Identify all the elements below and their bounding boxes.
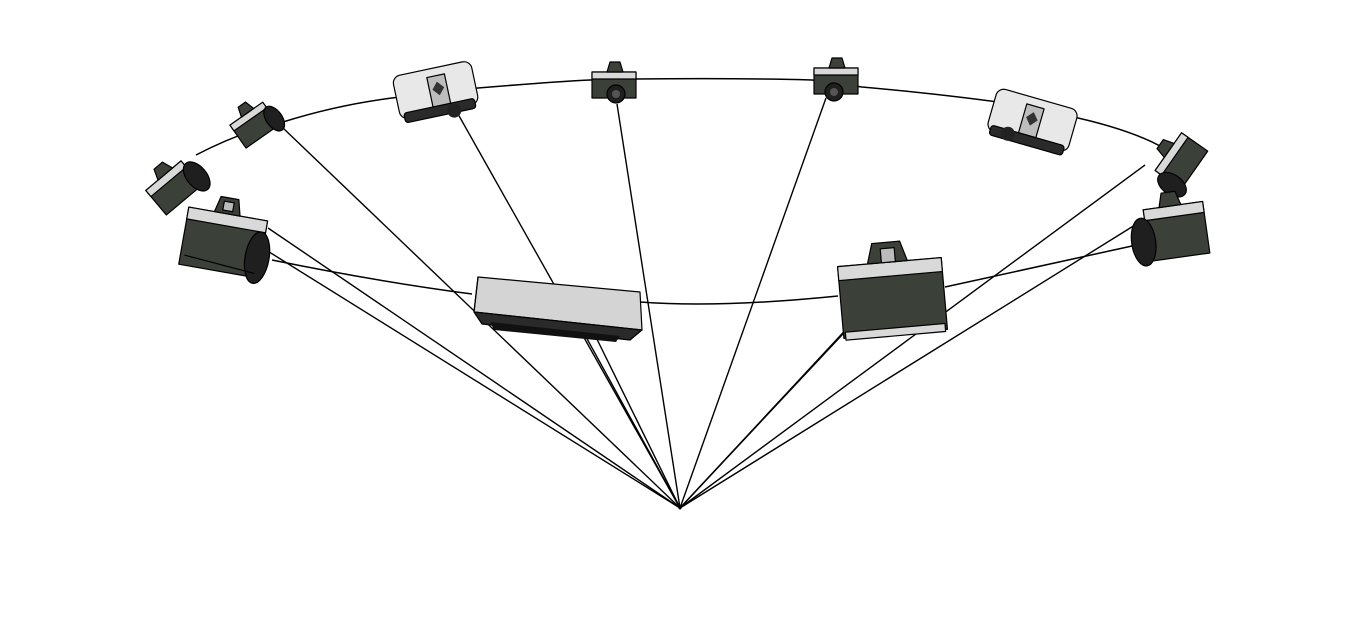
ray: [589, 324, 681, 509]
projector-icon: [392, 61, 479, 124]
camera-icon: [1154, 132, 1209, 198]
ray: [616, 103, 681, 509]
focal-point: [678, 506, 682, 510]
camera-icon: [591, 61, 637, 104]
ray: [679, 307, 867, 509]
camera-icon: [1130, 190, 1211, 267]
rays: [204, 97, 1146, 509]
lower-ring: [271, 245, 1133, 305]
ray: [267, 227, 681, 509]
ray: [679, 164, 1146, 509]
ray: [679, 224, 1136, 509]
projector-icon: [987, 88, 1078, 156]
camera-icon: [229, 101, 286, 149]
camera-icon: [145, 160, 211, 216]
camera-icon: [813, 57, 859, 102]
ray: [204, 211, 681, 509]
projector-icon: [473, 276, 643, 342]
camera-icon: [836, 240, 949, 341]
camera-icon: [178, 195, 271, 284]
